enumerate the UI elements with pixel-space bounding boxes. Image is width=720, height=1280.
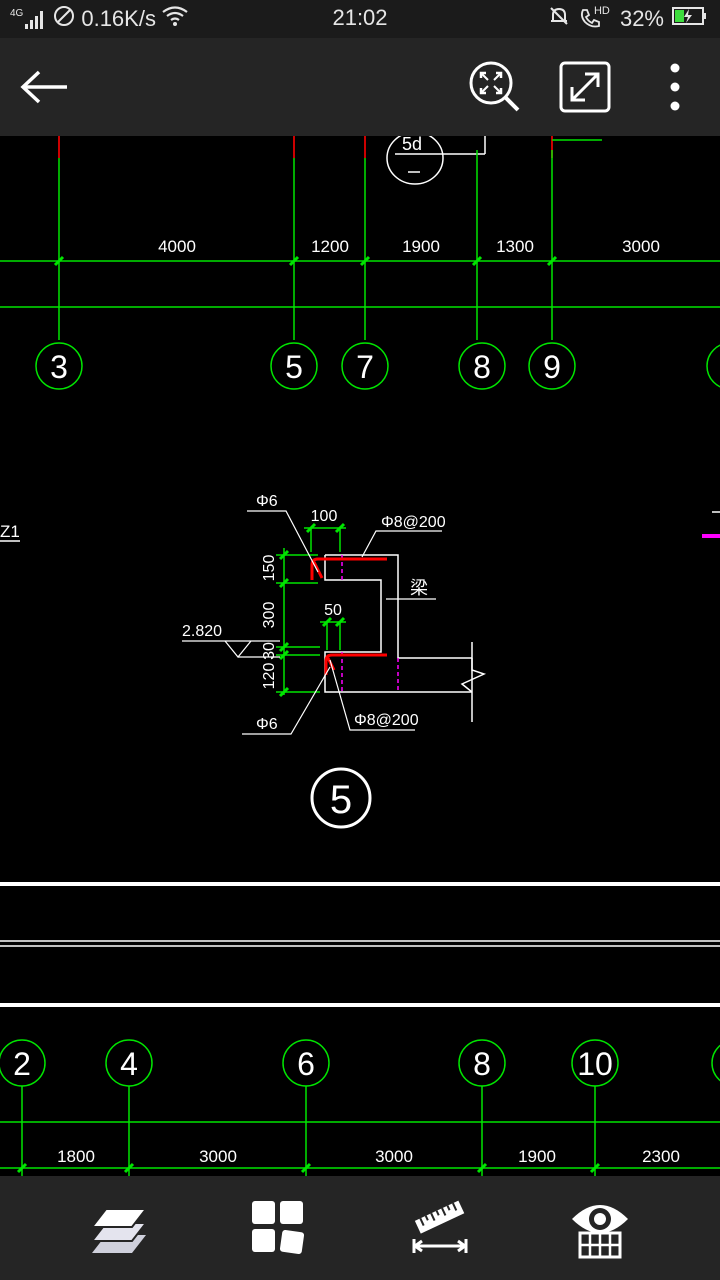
axis-bubble-label: 8 xyxy=(473,349,491,385)
detail-number: 5 xyxy=(330,778,352,822)
axis-bubble-label: 9 xyxy=(543,349,561,385)
battery-percent: 32% xyxy=(619,6,664,31)
phi6-bottom-label: Φ6 xyxy=(256,716,278,733)
top-dimension: 3000 xyxy=(622,237,660,256)
bottom-dimension: 1900 xyxy=(518,1147,556,1166)
rebar-bottom-label: Φ8@200 xyxy=(354,712,419,729)
zoom-extents-icon xyxy=(469,61,520,112)
axis-bubble-label: 6 xyxy=(297,1046,315,1082)
layouts-button[interactable] xyxy=(242,1192,314,1264)
bottom-dimension: 3000 xyxy=(199,1147,237,1166)
axis-bubble-label: 2 xyxy=(13,1046,31,1082)
rebar-top-label: Φ8@200 xyxy=(381,514,446,531)
network-speed: 0.16K/s xyxy=(81,6,156,31)
left-label: Z1 xyxy=(0,522,20,541)
top-dimension: 1900 xyxy=(402,237,440,256)
dim-100: 100 xyxy=(311,508,338,525)
phi6-top-label: Φ6 xyxy=(256,493,278,510)
dim-120: 120 xyxy=(261,663,278,690)
dim-300: 300 xyxy=(261,602,278,629)
partial-label: 5d xyxy=(402,136,422,154)
signal-icon: 4G xyxy=(10,9,47,29)
bottom-dimension: 1800 xyxy=(57,1147,95,1166)
measure-button[interactable] xyxy=(404,1192,476,1264)
axis-bubble-label: 3 xyxy=(50,349,68,385)
bottom-toolbar xyxy=(0,1176,720,1280)
layouts-grid-icon xyxy=(252,1201,305,1255)
axis-bubble-label: 5 xyxy=(285,349,303,385)
hd-call-icon: HD xyxy=(578,5,612,31)
elevation-label: 2.820 xyxy=(182,623,222,640)
axis-bubble-label: 10 xyxy=(577,1046,613,1082)
layers-icon xyxy=(89,1208,148,1253)
detail-5: 150 300 30 120 100 50 Φ6 Φ8@200 梁 Φ6 Φ8@… xyxy=(182,493,487,829)
axis-bubble-label: 4 xyxy=(120,1046,138,1082)
top-dimension: 4000 xyxy=(158,237,196,256)
wifi-icon xyxy=(162,6,188,32)
layers-button[interactable] xyxy=(82,1192,154,1264)
clock: 21:02 xyxy=(332,5,388,30)
more-options-button[interactable] xyxy=(650,38,700,136)
dim-50: 50 xyxy=(324,602,342,619)
more-vert-icon xyxy=(670,63,680,111)
network-label: 4G xyxy=(10,8,24,19)
drawing-canvas[interactable]: 5d 4000 1200 1900 1300 3000 3 5 7 8 9 Z xyxy=(0,131,720,1176)
fullscreen-button[interactable] xyxy=(552,38,618,136)
detail-number-circle xyxy=(310,767,372,829)
status-bar: 4G 0.16K/s 21:02 HD 32% xyxy=(0,0,720,38)
bottom-dimension: 2300 xyxy=(642,1147,680,1166)
beam-label: 梁 xyxy=(410,578,428,598)
dim-30: 30 xyxy=(261,642,278,660)
back-button[interactable] xyxy=(10,38,80,136)
zoom-extents-button[interactable] xyxy=(462,38,528,136)
top-dimension: 1300 xyxy=(496,237,534,256)
axis-bubble-label: 8 xyxy=(473,1046,491,1082)
cad-drawing[interactable]: 5d 4000 1200 1900 1300 3000 3 5 7 8 9 Z xyxy=(0,131,720,1176)
hd-label: HD xyxy=(593,5,610,17)
mute-bell-icon xyxy=(548,5,570,33)
bottom-dimension: 3000 xyxy=(375,1147,413,1166)
view-button[interactable] xyxy=(564,1192,636,1264)
battery-charging-icon xyxy=(672,6,708,32)
fullscreen-icon xyxy=(559,61,611,113)
ruler-measure-icon xyxy=(412,1200,468,1253)
no-sim-icon xyxy=(53,5,75,33)
top-dimension: 1200 xyxy=(311,237,349,256)
dim-150: 150 xyxy=(261,555,278,582)
arrow-left-icon xyxy=(20,70,67,104)
eye-grid-icon xyxy=(572,1205,628,1259)
axis-bubble-label: 7 xyxy=(356,349,374,385)
top-toolbar xyxy=(0,38,720,136)
